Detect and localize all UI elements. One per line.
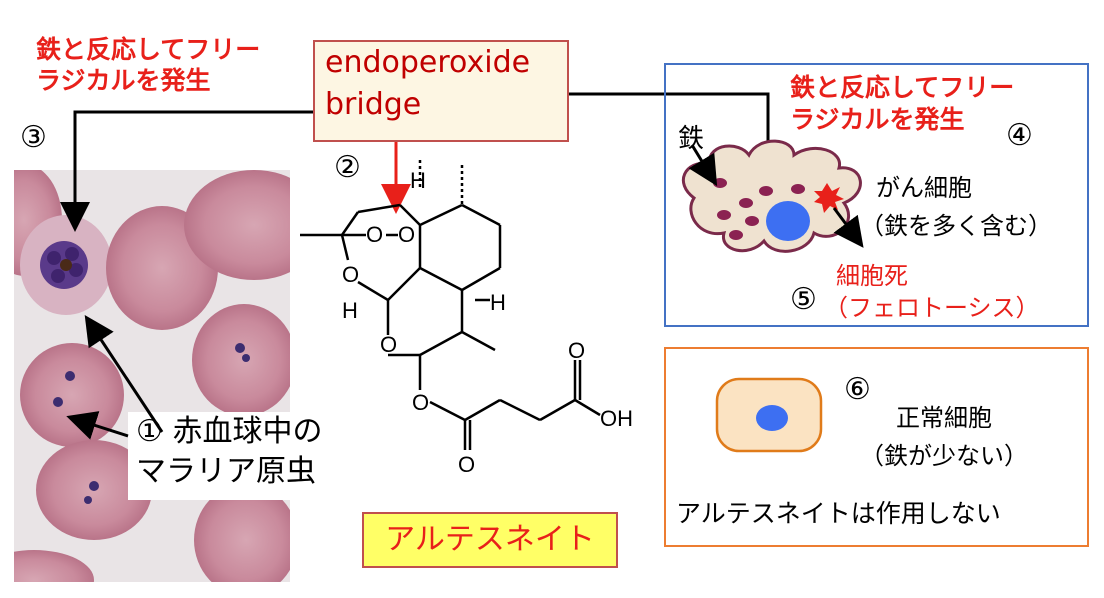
ferroptosis-label: （フェロトーシス） — [824, 294, 1040, 322]
radical-text-line2: ラジカルを発生 — [36, 66, 211, 95]
cancer-cell-drawing — [681, 139, 864, 253]
label-2: ② — [334, 150, 361, 185]
cancer-header-line1: 鉄と反応してフリー — [790, 73, 1015, 102]
radical-text-line1: 鉄と反応してフリー — [36, 35, 261, 64]
atom-o4: O — [380, 332, 397, 357]
atom-h-top: H — [410, 168, 426, 193]
artesunate-molecule: H O O O H H O O O O OH — [300, 160, 633, 477]
cancer-cell-box — [664, 63, 1089, 327]
cancer-nucleus — [766, 201, 810, 241]
cancer-cell-body — [681, 139, 862, 253]
atom-o3: O — [342, 262, 359, 287]
normal-cell-name: 正常細胞 — [896, 404, 992, 432]
radical-text-left: 鉄と反応してフリー ラジカルを発生 — [36, 34, 260, 96]
iron-label: 鉄 — [678, 124, 705, 154]
callout-line2: bridge — [325, 87, 422, 122]
cancer-cell-name: がん細胞 — [876, 174, 972, 202]
molecule-bonds — [300, 160, 601, 450]
label-6: ⑥ — [844, 372, 871, 407]
atom-o2: O — [398, 222, 415, 247]
iron-particles — [713, 178, 805, 240]
parasite-arrow-2 — [66, 411, 129, 440]
atom-o6: O — [458, 452, 475, 477]
atom-o5: O — [412, 390, 429, 415]
atom-o1: O — [366, 222, 383, 247]
cell-death-label: 細胞死 — [836, 262, 908, 290]
label-3: ③ — [20, 120, 47, 155]
normal-cell-note: （鉄が少ない） — [860, 442, 1028, 470]
death-arrow — [832, 207, 864, 248]
cancer-cell-note: （鉄を多く含む） — [860, 212, 1052, 240]
parasite-label-line1: ① 赤血球中の — [128, 412, 382, 452]
normal-footer: アルテスネイトは作用しない — [676, 499, 1001, 528]
callout-line1: endoperoxide — [325, 45, 531, 80]
connector-left — [60, 110, 313, 232]
atom-o7: O — [568, 338, 585, 363]
atom-h-right: H — [490, 290, 506, 315]
normal-cell-drawing — [715, 377, 823, 453]
atom-oh: OH — [600, 406, 633, 431]
radical-burst-icon — [814, 183, 844, 213]
atom-h-left: H — [342, 298, 358, 323]
normal-nucleus — [756, 405, 788, 431]
blood-smear-drawing — [14, 170, 290, 582]
label-1: ① — [136, 414, 163, 449]
normal-cell-box — [664, 347, 1089, 547]
iron-arrow — [688, 144, 718, 187]
parasite-label-line2: マラリア原虫 — [136, 454, 316, 489]
label-5: ⑤ — [790, 282, 817, 317]
parasite-label-text1: 赤血球中の — [172, 414, 323, 449]
cancer-header-line2: ラジカルを発生 — [790, 105, 965, 134]
label-4: ④ — [1006, 118, 1033, 153]
parasite-label-box: ① 赤血球中の マラリア原虫 — [128, 412, 382, 500]
endoperoxide-callout: endoperoxide bridge — [313, 40, 569, 142]
drug-name-box: アルテスネイト — [362, 512, 618, 568]
blood-smear-image — [14, 170, 290, 582]
molecule-atoms: H O O O H H O O O O OH — [342, 168, 633, 477]
parasite-arrow-1 — [84, 314, 164, 433]
cancer-header: 鉄と反応してフリー ラジカルを発生 — [790, 72, 1014, 136]
